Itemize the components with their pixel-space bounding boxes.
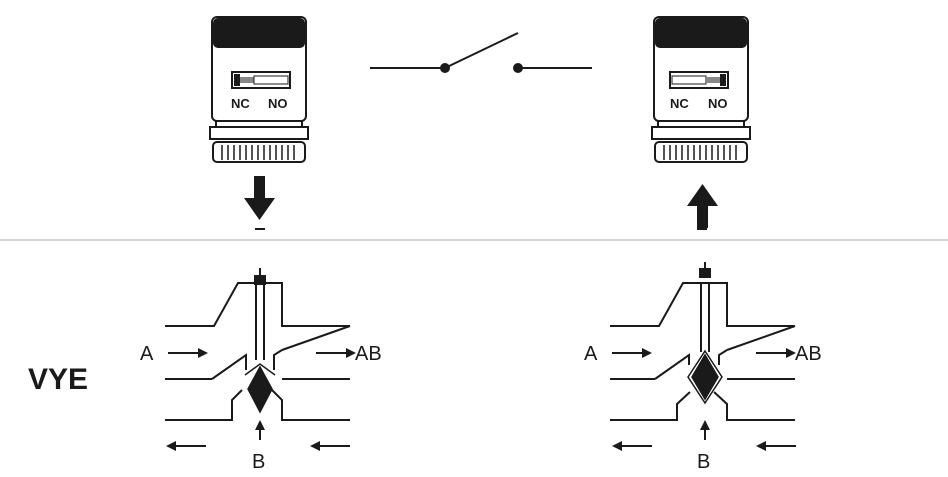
knurled-ring	[212, 141, 306, 163]
series-label: VYE	[28, 363, 88, 396]
open-switch-symbol	[370, 32, 592, 73]
flow-arrows-left	[166, 348, 356, 451]
port-label-b-left: B	[252, 451, 265, 472]
actuator-left	[209, 16, 309, 163]
valve-right	[610, 282, 796, 421]
arrow-down-icon	[244, 176, 275, 230]
stem-cap	[699, 268, 711, 278]
valve-plug	[691, 353, 719, 401]
switch-label-no-right: NO	[708, 96, 728, 111]
arrow-up-icon	[687, 184, 718, 230]
actuator-right	[651, 16, 751, 163]
flow-arrows-right	[612, 348, 796, 451]
switch-label-nc-left: NC	[231, 96, 250, 111]
valve-left	[165, 282, 351, 421]
switch-label-no-left: NO	[268, 96, 288, 111]
knurled-ring	[654, 141, 748, 163]
port-label-b-right: B	[697, 451, 710, 472]
switch-label-nc-right: NC	[670, 96, 689, 111]
port-label-a-left: A	[140, 343, 154, 365]
port-label-ab-right: AB	[795, 343, 822, 365]
port-label-ab-left: AB	[355, 343, 382, 365]
valve-plug	[247, 365, 273, 414]
stem-cap	[254, 275, 266, 285]
port-label-a-right: A	[584, 343, 598, 365]
